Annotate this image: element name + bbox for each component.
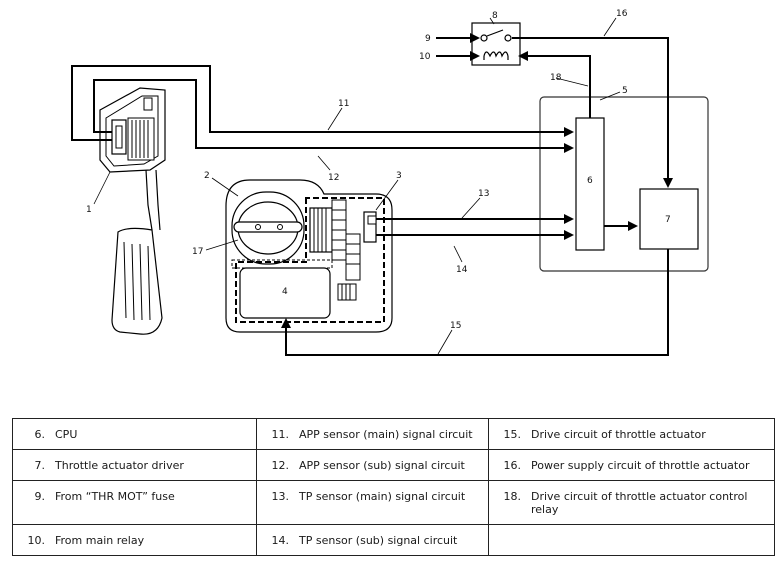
callout-17: 17 (192, 247, 203, 257)
callout-10: 10 (419, 52, 431, 62)
callout-13: 13 (478, 189, 489, 199)
legend-cell: 13. TP sensor (main) signal circuit (256, 480, 489, 525)
legend-text: From main relay (55, 534, 145, 547)
legend-text: TP sensor (main) signal circuit (299, 490, 466, 503)
callout-14: 14 (456, 265, 468, 275)
callout-16: 16 (616, 9, 628, 19)
ecm-box (539, 96, 709, 272)
legend-num: 16. (503, 459, 522, 472)
legend-row: 7. Throttle actuator driver 12. APP sensor… (12, 449, 775, 481)
legend-num: 10. (27, 534, 46, 547)
legend-num: 7. (34, 459, 46, 472)
legend-cell: 10. From main relay (12, 524, 257, 556)
callout-5: 5 (622, 86, 628, 96)
leader-lines (93, 17, 621, 355)
actuator-driver-block (639, 188, 699, 250)
legend-num: 6. (34, 428, 46, 441)
legend-text: APP sensor (sub) signal circuit (299, 459, 465, 472)
callout-2: 2 (204, 171, 210, 181)
callout-9: 9 (425, 34, 431, 44)
legend-cell: 11. APP sensor (main) signal circuit (256, 418, 489, 450)
legend-num: 14. (271, 534, 290, 547)
throttle-actuator-relay (471, 22, 521, 66)
legend-table: 6. CPU 11. APP sensor (main) signal circui… (12, 418, 775, 556)
callout-4: 4 (282, 287, 288, 297)
legend-cell: 12. APP sensor (sub) signal circuit (256, 449, 489, 481)
callout-8: 8 (492, 11, 498, 21)
legend-row: 9. From “THR MOT” fuse 13. TP sensor (main… (12, 480, 775, 525)
legend-text: CPU (55, 428, 78, 441)
wire-12 (93, 79, 574, 153)
callout-3: 3 (396, 171, 402, 181)
legend-cell: 16. Power supply circuit of throttle actu… (488, 449, 775, 481)
accelerator-pedal (99, 87, 166, 335)
legend-text: Throttle actuator driver (55, 459, 184, 472)
callout-6: 6 (587, 176, 593, 186)
legend-cell: 15. Drive circuit of throttle actuator (488, 418, 775, 450)
legend-num: 15. (503, 428, 522, 441)
wire-15 (281, 249, 669, 356)
legend-text: Drive circuit of throttle actuator (531, 428, 706, 441)
legend-num: 13. (271, 490, 290, 503)
legend-row: 6. CPU 11. APP sensor (main) signal circui… (12, 418, 775, 450)
callout-1: 1 (86, 205, 92, 215)
legend-cell (488, 524, 775, 556)
legend-num: 11. (271, 428, 290, 441)
callout-12: 12 (328, 173, 339, 183)
legend-text: TP sensor (sub) signal circuit (299, 534, 458, 547)
callout-15: 15 (450, 321, 461, 331)
legend-cell: 7. Throttle actuator driver (12, 449, 257, 481)
legend-row: 10. From main relay 14. TP sensor (sub) si… (12, 524, 775, 556)
callout-18: 18 (550, 73, 562, 83)
wire-18 (518, 51, 591, 118)
throttle-body (225, 179, 393, 333)
wire-11 (71, 65, 574, 141)
legend-text: APP sensor (main) signal circuit (299, 428, 473, 441)
legend-cell: 18. Drive circuit of throttle actuator co… (488, 480, 775, 525)
legend-cell: 14. TP sensor (sub) signal circuit (256, 524, 489, 556)
legend-cell: 9. From “THR MOT” fuse (12, 480, 257, 525)
legend-num: 18. (503, 490, 522, 503)
legend-text: Power supply circuit of throttle actuato… (531, 459, 750, 472)
legend-text: From “THR MOT” fuse (55, 490, 175, 503)
callout-11: 11 (338, 99, 349, 109)
legend-num: 9. (34, 490, 46, 503)
legend-text: Drive circuit of throttle actuator contr… (531, 490, 748, 516)
throttle-control-diagram: 1 2 3 4 5 6 7 8 9 10 11 12 13 14 15 16 1… (71, 9, 709, 356)
callout-7: 7 (665, 215, 671, 225)
legend-num: 12. (271, 459, 290, 472)
wire-16 (512, 37, 673, 188)
legend-cell: 6. CPU (12, 418, 257, 450)
